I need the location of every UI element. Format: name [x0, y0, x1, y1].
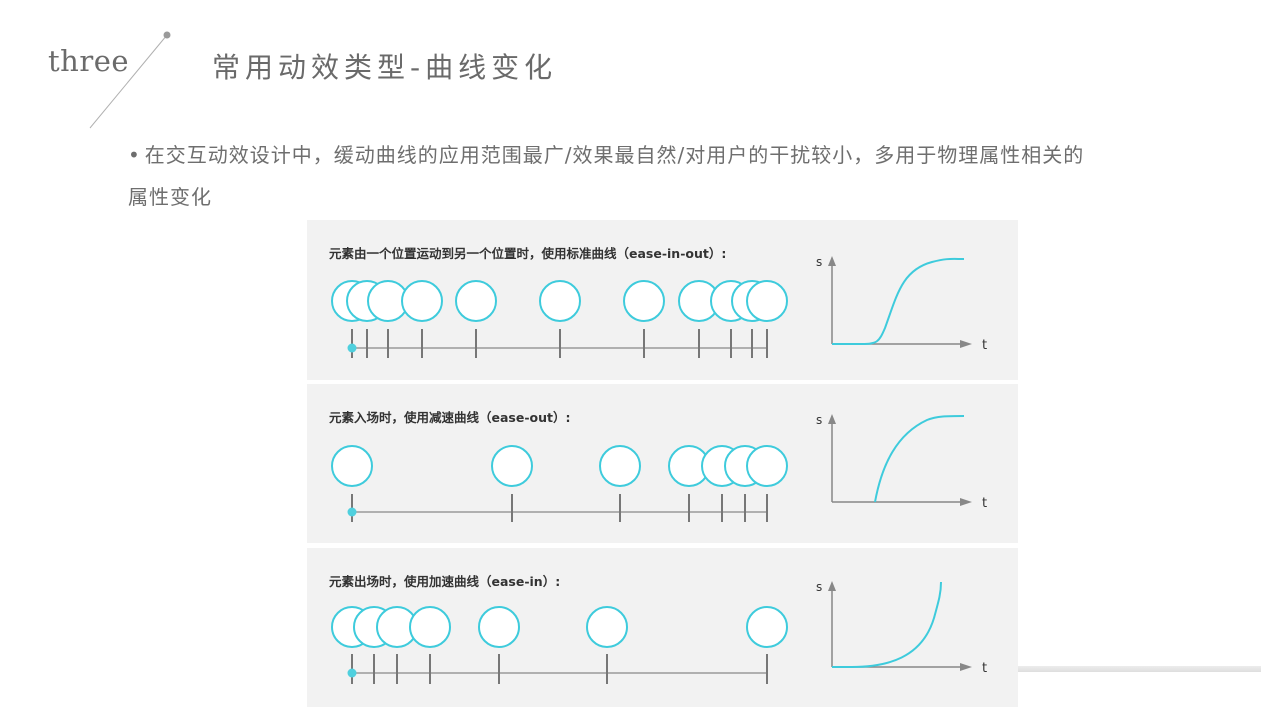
easing-curve [874, 415, 965, 503]
decorative-bar [1018, 666, 1261, 672]
section-number: three [48, 44, 130, 78]
easing-curve [832, 581, 942, 668]
panel-label: 元素入场时，使用减速曲线（ease-out）: [329, 410, 571, 425]
x-axis-arrow-icon [960, 498, 972, 506]
ball-icon [599, 445, 641, 487]
x-axis-label: t [982, 661, 987, 676]
intro-text: 在交互动效设计中，缓动曲线的应用范围最广/效果最自然/对用户的干扰较小，多用于物… [128, 143, 1085, 209]
y-axis-label: s [816, 255, 822, 269]
y-axis-label: s [816, 413, 822, 427]
x-axis-label: t [982, 338, 987, 353]
y-axis-arrow-icon [828, 581, 836, 591]
x-axis-arrow-icon [960, 663, 972, 671]
ball-icon [401, 280, 443, 322]
y-axis-arrow-icon [828, 414, 836, 424]
y-axis-arrow-icon [828, 256, 836, 266]
ball-icon [623, 280, 665, 322]
ball-icon [746, 606, 788, 648]
easing-curve [832, 257, 965, 345]
y-axis-label: s [816, 580, 822, 594]
bullet-icon: • [128, 143, 141, 167]
intro-paragraph: •在交互动效设计中，缓动曲线的应用范围最广/效果最自然/对用户的干扰较小，多用于… [128, 134, 1088, 218]
panel-diagram: st [331, 413, 987, 522]
start-dot [347, 668, 357, 678]
ball-icon [746, 280, 788, 322]
panel-diagram: st [331, 580, 987, 684]
panel-diagram: st [331, 255, 987, 358]
ball-icon [491, 445, 533, 487]
panel-label: 元素由一个位置运动到另一个位置时，使用标准曲线（ease-in-out）: [329, 246, 727, 261]
ball-icon [331, 445, 373, 487]
start-dot [347, 343, 357, 353]
panel-label: 元素出场时，使用加速曲线（ease-in）: [329, 574, 561, 589]
ball-icon [586, 606, 628, 648]
ball-icon [539, 280, 581, 322]
ball-icon [478, 606, 520, 648]
x-axis-arrow-icon [960, 340, 972, 348]
ball-icon [409, 606, 451, 648]
decorative-diagonal-line [89, 31, 171, 129]
ball-icon [455, 280, 497, 322]
x-axis-label: t [982, 496, 987, 511]
page-title: 常用动效类型-曲线变化 [212, 51, 558, 84]
start-dot [347, 507, 357, 517]
ball-icon [746, 445, 788, 487]
